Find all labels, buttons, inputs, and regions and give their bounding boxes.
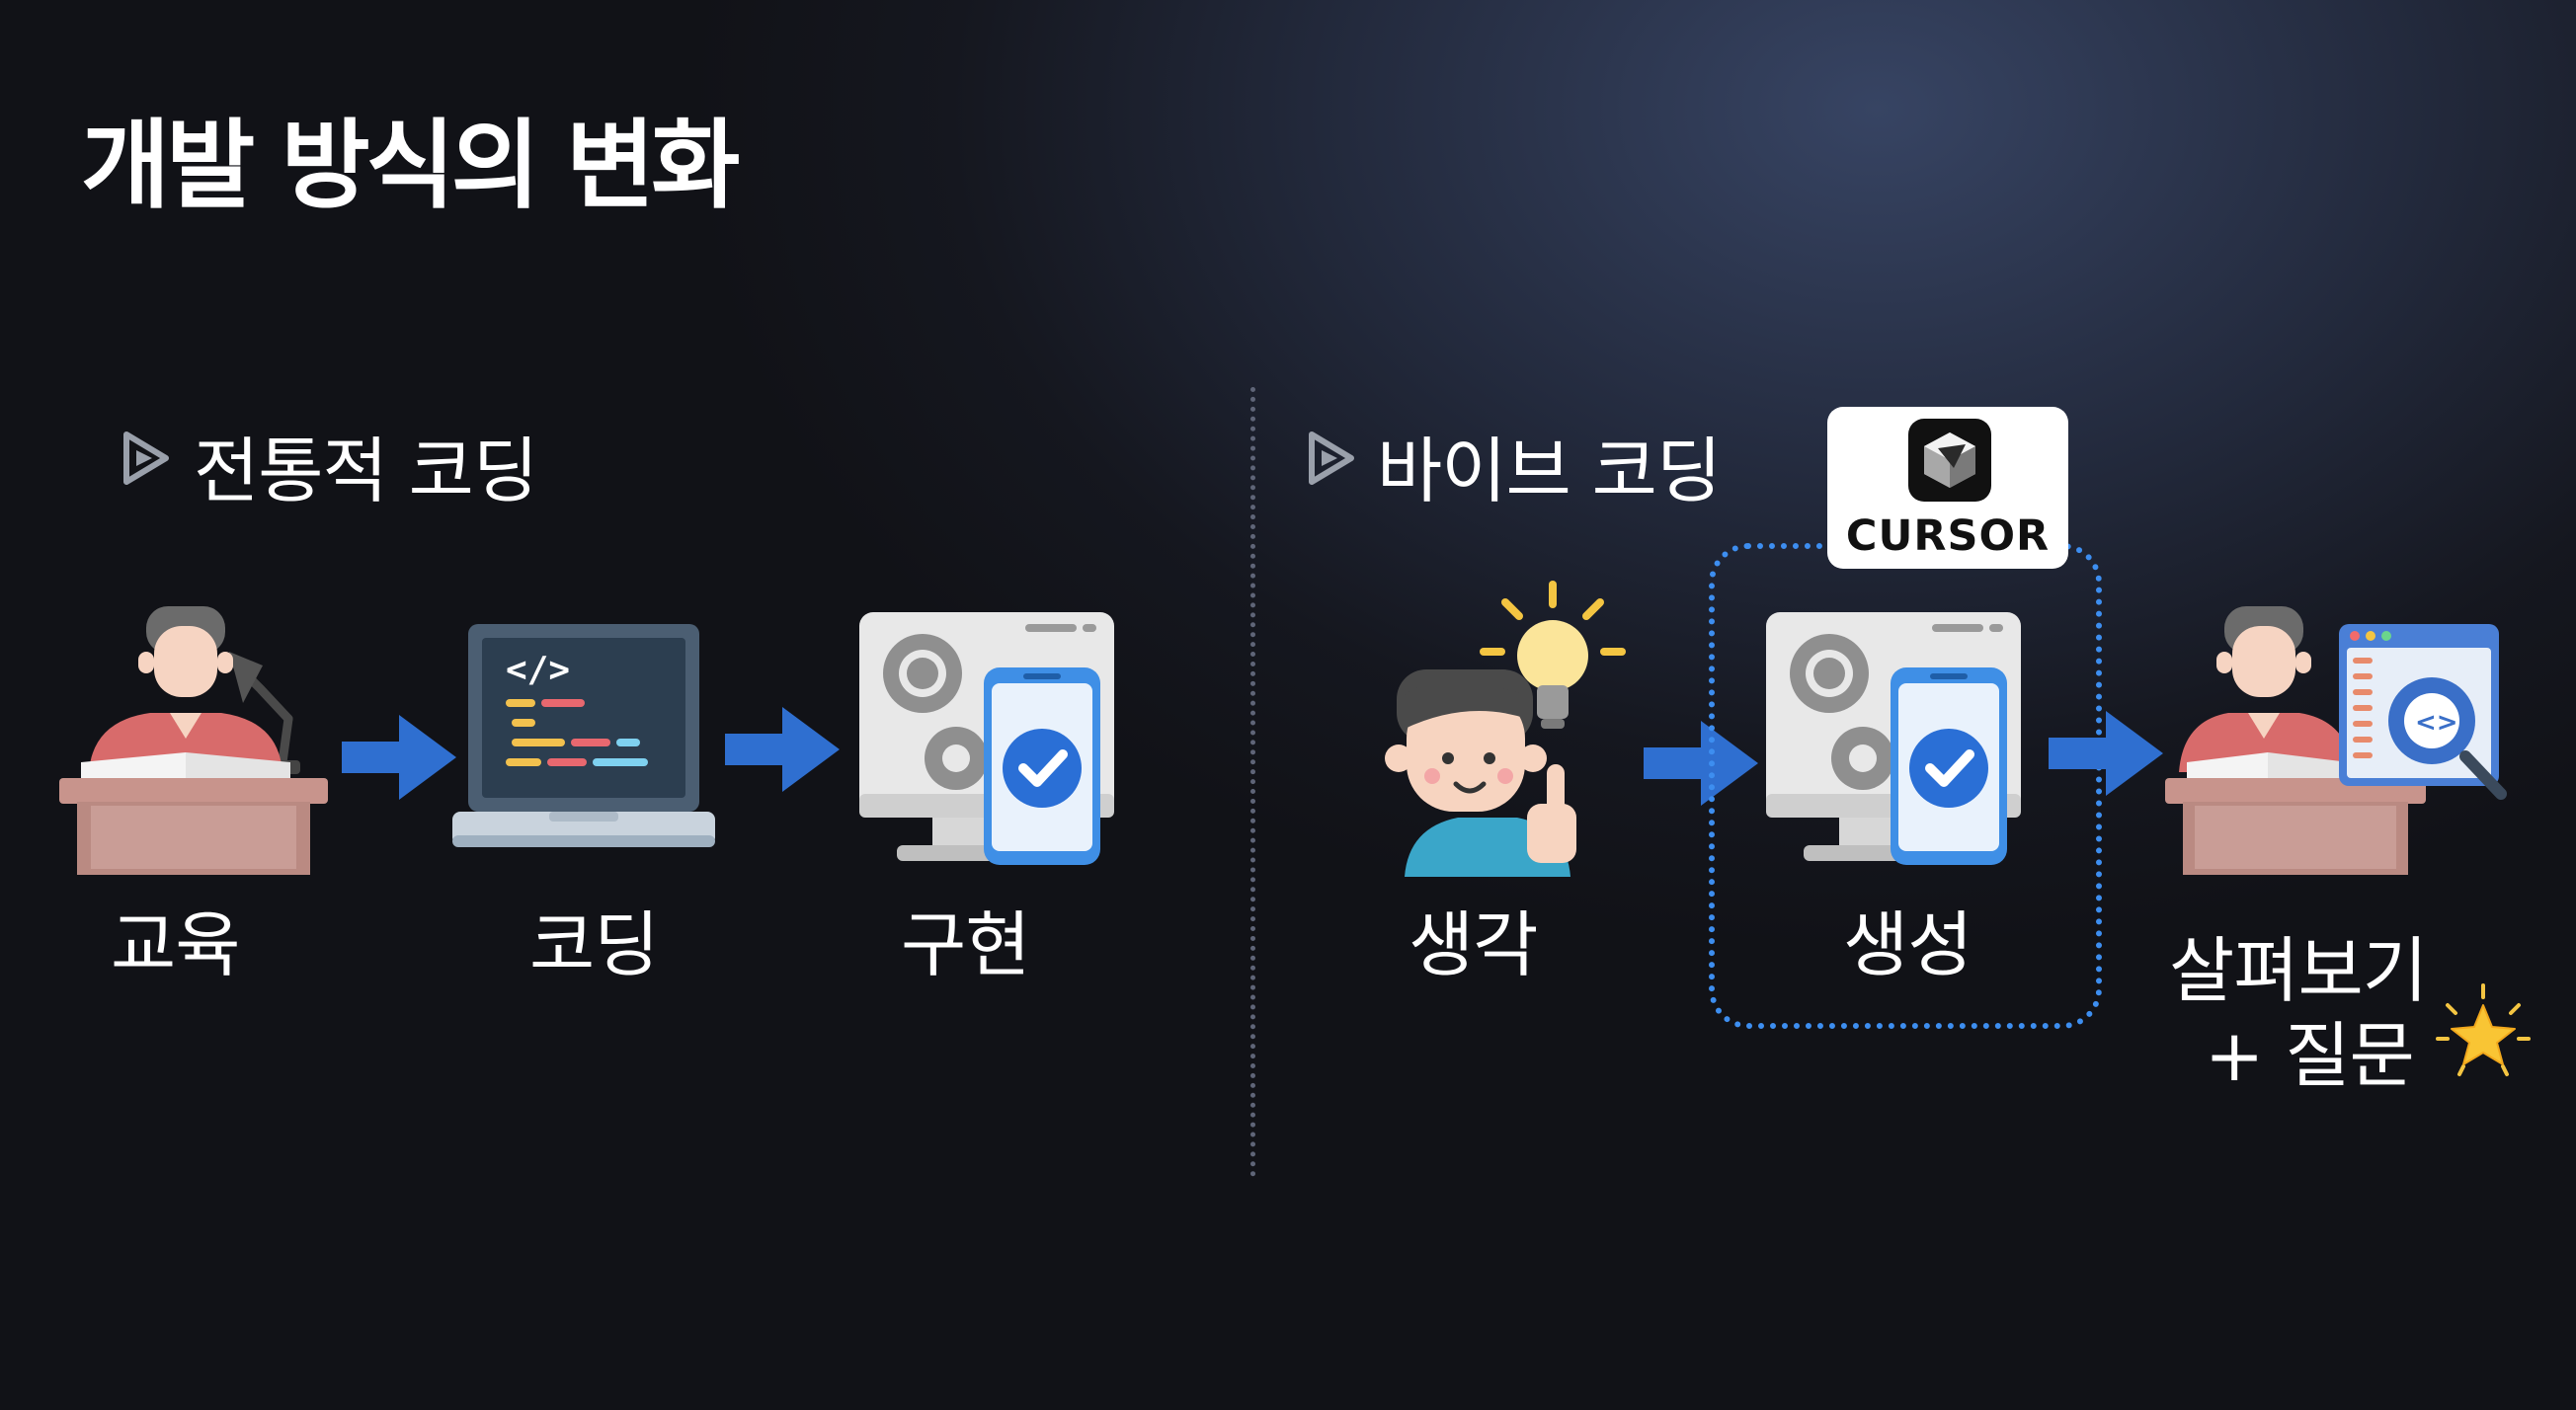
section-divider bbox=[1250, 387, 1255, 1177]
svg-text:<>: <> bbox=[2415, 708, 2458, 738]
right-arrow-icon bbox=[2049, 711, 2163, 796]
laptop-code-icon: </> bbox=[452, 624, 715, 847]
step-generate-label: 생성 bbox=[1843, 903, 1972, 986]
person-inspect-code-icon: <> bbox=[2165, 606, 2507, 875]
cursor-badge: CURSOR bbox=[1827, 407, 2068, 569]
right-arrow-icon bbox=[1644, 721, 1758, 806]
right-arrow-icon bbox=[725, 707, 840, 792]
svg-text:</>: </> bbox=[506, 650, 570, 690]
step-review-label-line2: + 질문 bbox=[2205, 1014, 2415, 1097]
sparkle-star-icon bbox=[2436, 983, 2531, 1076]
play-triangle-icon bbox=[123, 431, 169, 485]
step-review-label-line1: 살펴보기 bbox=[2169, 929, 2428, 1012]
step-education-label: 교육 bbox=[111, 903, 240, 986]
student-at-desk-icon bbox=[59, 606, 328, 875]
step-coding-label: 코딩 bbox=[529, 903, 659, 986]
cursor-badge-text: CURSOR bbox=[1845, 511, 2051, 561]
app-settings-check-icon bbox=[1766, 612, 2021, 865]
vibe-coding-heading: 바이브 코딩 bbox=[1377, 430, 1722, 512]
idea-person-icon bbox=[1385, 581, 1626, 877]
step-implementation-label: 구현 bbox=[901, 903, 1030, 986]
slide-title: 개발 방식의 변화 bbox=[81, 110, 740, 222]
cursor-logo-icon bbox=[1908, 419, 1991, 502]
traditional-coding-heading: 전통적 코딩 bbox=[194, 430, 538, 512]
app-settings-check-icon bbox=[859, 612, 1114, 865]
play-triangle-icon bbox=[1309, 431, 1354, 485]
step-think-label: 생각 bbox=[1409, 903, 1538, 986]
right-arrow-icon bbox=[342, 715, 456, 800]
